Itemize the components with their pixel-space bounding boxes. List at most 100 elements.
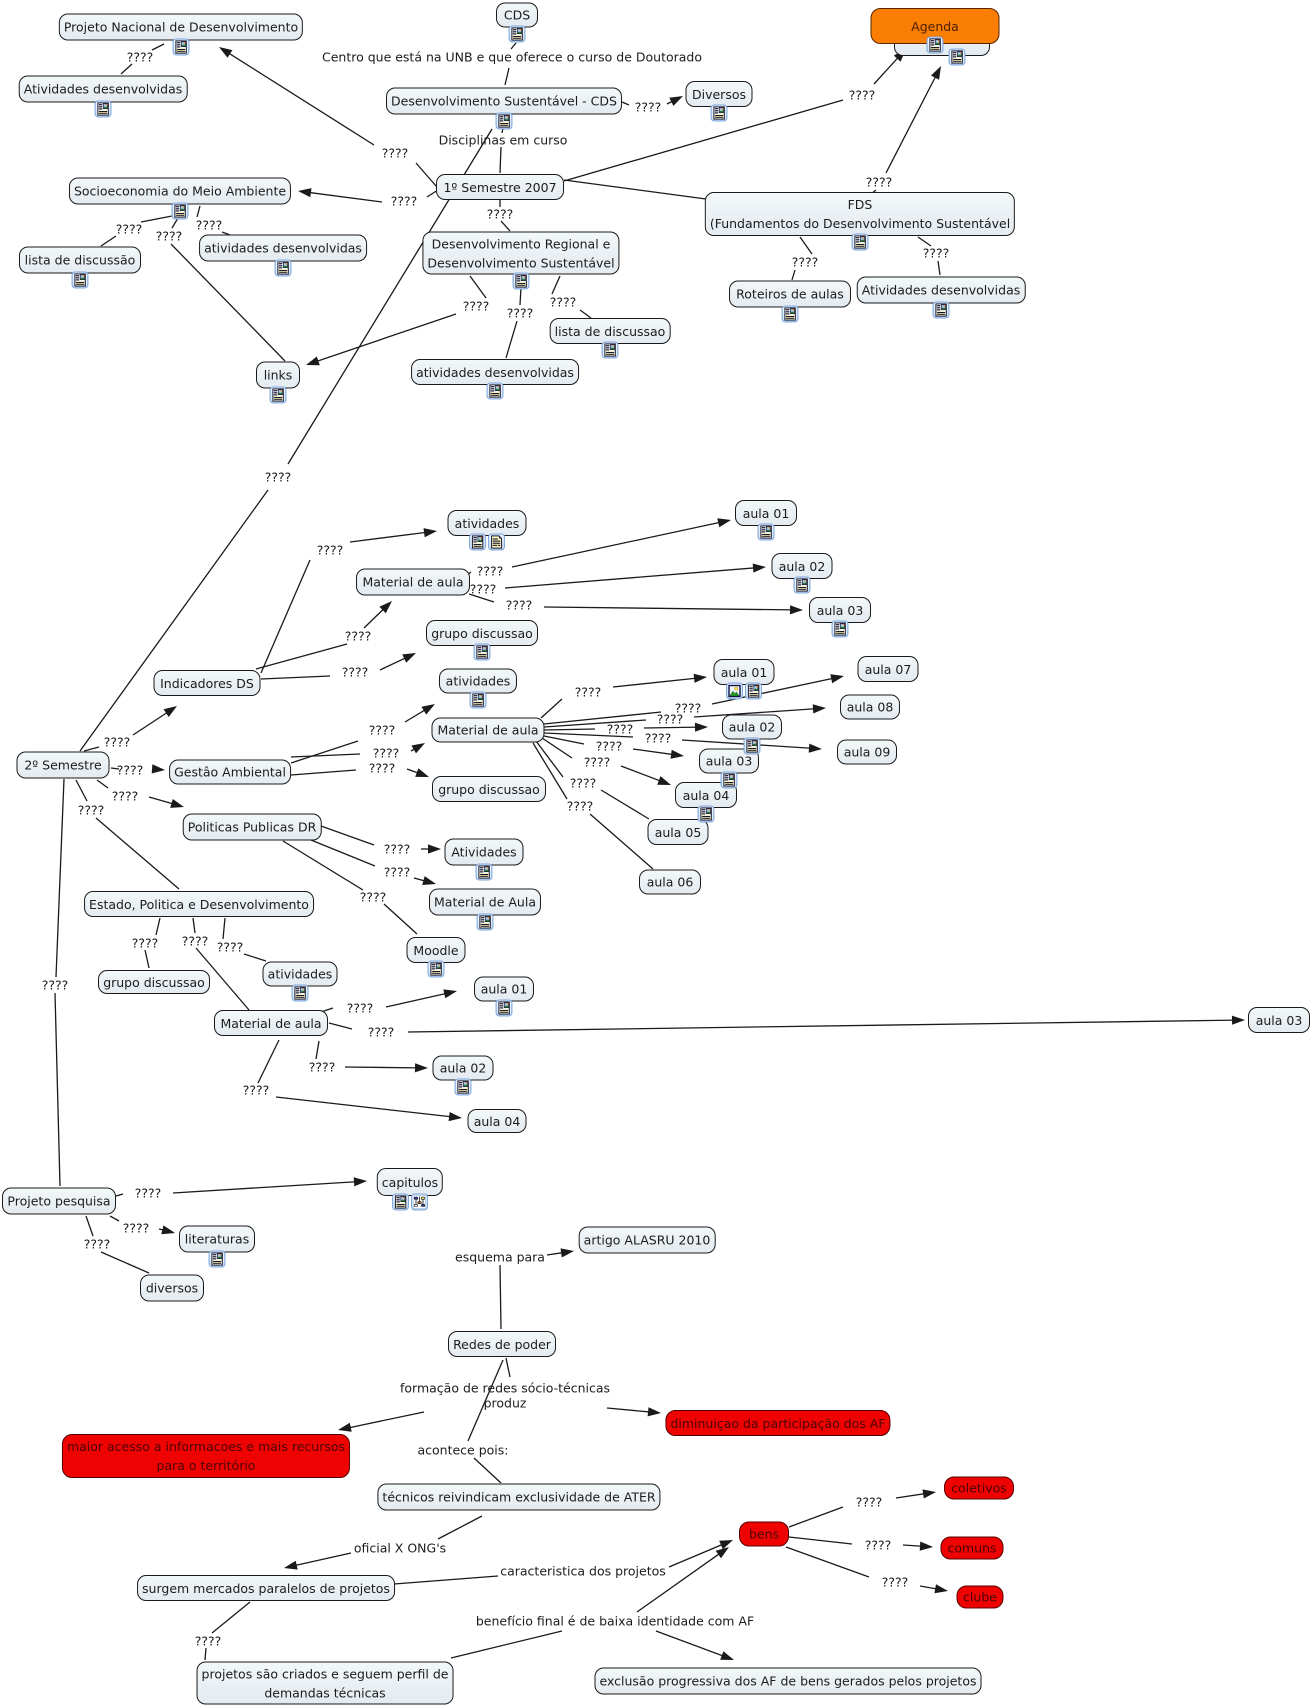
concept-node-material-de-aula-4[interactable]: Material de aula (214, 1010, 328, 1036)
concept-node-aula09[interactable]: aula 09 (837, 739, 897, 765)
link-label-unknown[interactable]: ???? (848, 87, 876, 103)
resource-doc-image-icon[interactable] (509, 25, 526, 42)
link-label-unknown[interactable]: ???? (341, 664, 369, 680)
concept-node-aula02-c[interactable]: aula 02 (432, 1055, 494, 1081)
link-label-unknown[interactable]: ???? (368, 760, 396, 776)
concept-node-redes-de-poder[interactable]: Redes de poder (448, 1331, 556, 1357)
resource-doc-image-icon[interactable] (832, 621, 849, 638)
link-label-unknown[interactable]: ???? (855, 1494, 883, 1510)
link-label[interactable]: caracteristica dos projetos (500, 1563, 666, 1579)
concept-node-aula07[interactable]: aula 07 (857, 656, 919, 682)
link-label[interactable]: benefício final é de baixa identidade co… (475, 1613, 755, 1629)
concept-node-bens[interactable]: bens (739, 1521, 789, 1547)
link-label[interactable]: acontece pois: (417, 1442, 509, 1458)
link-label-unknown[interactable]: ???? (606, 721, 634, 737)
resource-doc-image-icon[interactable] (602, 342, 619, 359)
concept-node-agenda[interactable]: Agenda (870, 8, 1000, 44)
concept-node-semestre-2[interactable]: 2º Semestre (16, 751, 110, 779)
concept-node-diversos-1[interactable]: Diversos (685, 81, 753, 107)
link-label-unknown[interactable]: ???? (195, 217, 223, 233)
link-label-unknown[interactable]: ???? (155, 228, 183, 244)
concept-node-desenvolvimento-regional[interactable]: Desenvolvimento Regional e Desenvolvimen… (422, 231, 620, 275)
link-label-unknown[interactable]: ???? (383, 841, 411, 857)
resource-doc-image-icon[interactable] (477, 913, 494, 930)
concept-node-aula04-b[interactable]: aula 04 (467, 1109, 527, 1133)
resource-doc-image-icon[interactable] (782, 305, 799, 322)
link-label-unknown[interactable]: ???? (922, 245, 950, 261)
link-label-unknown[interactable]: ???? (41, 977, 69, 993)
concept-node-gestao-ambiental[interactable]: Gestâo Ambiental (169, 759, 291, 785)
concept-node-grupo-discussao-3[interactable]: grupo discussao (98, 970, 210, 994)
link-label-unknown[interactable]: ???? (122, 1220, 150, 1236)
resource-doc-image-icon[interactable] (496, 999, 513, 1016)
concept-node-aula02-a[interactable]: aula 02 (771, 553, 833, 579)
concept-node-projetos-sao-criados[interactable]: projetos são criados e seguem perfil de … (196, 1661, 454, 1705)
concept-node-aula03-a[interactable]: aula 03 (809, 597, 871, 623)
concept-node-aula01-a[interactable]: aula 01 (735, 500, 797, 526)
link-label-unknown[interactable]: ???? (344, 628, 372, 644)
link-label-unknown[interactable]: ???? (126, 49, 154, 65)
resource-doc-image-icon[interactable] (711, 105, 728, 122)
resource-doc-image-icon[interactable] (721, 771, 738, 788)
link-label-unknown[interactable]: ???? (462, 298, 490, 314)
link-label-unknown[interactable]: ???? (549, 294, 577, 310)
concept-node-desenvolvimento-sustentavel-cds[interactable]: Desenvolvimento Sustentável - CDS (386, 87, 622, 115)
resource-doc-image-icon[interactable] (72, 271, 89, 288)
concept-node-material-de-aula-1[interactable]: Material de aula (356, 568, 470, 596)
link-label-unknown[interactable]: ???? (83, 1236, 111, 1252)
resource-doc-image-icon[interactable] (852, 234, 869, 251)
link-label-unknown[interactable]: ???? (865, 174, 893, 190)
link-label-unknown[interactable]: ???? (569, 775, 597, 791)
resource-doc-image-icon[interactable] (95, 100, 112, 117)
concept-node-comuns[interactable]: comuns (940, 1536, 1004, 1560)
link-label-unknown[interactable]: ???? (390, 193, 418, 209)
link-label-unknown[interactable]: ???? (368, 722, 396, 738)
concept-node-atividades-3[interactable]: Atividades (444, 838, 524, 866)
link-label-unknown[interactable]: ???? (574, 684, 602, 700)
concept-node-grupo-discussao-2[interactable]: grupo discussao (432, 776, 546, 802)
resource-doc-image-icon[interactable] (474, 644, 491, 661)
concept-node-literaturas[interactable]: literaturas (179, 1225, 255, 1253)
concept-node-semestre-1[interactable]: 1º Semestre 2007 (436, 174, 564, 200)
concept-node-moodle[interactable]: Moodle (406, 937, 466, 963)
resource-doc-image-icon[interactable] (270, 386, 287, 403)
concept-node-aula01-b[interactable]: aula 01 (713, 659, 775, 685)
resource-doc-image-icon[interactable] (794, 577, 811, 594)
resource-doc-image-icon[interactable] (173, 38, 190, 55)
concept-node-aula02-b[interactable]: aula 02 (722, 714, 782, 740)
link-label-unknown[interactable]: ???? (383, 864, 411, 880)
concept-node-atividades-desenvolvidas-1[interactable]: Atividades desenvolvidas (18, 75, 188, 103)
concept-node-estado-politica[interactable]: Estado, Politica e Desenvolvimento (84, 891, 314, 917)
link-label-unknown[interactable]: ???? (506, 305, 534, 321)
concept-node-aula05[interactable]: aula 05 (647, 819, 709, 845)
link-label-unknown[interactable]: ???? (595, 738, 623, 754)
concept-node-politicas-publicas[interactable]: Politicas Publicas DR (182, 813, 322, 841)
resource-doc-image-icon[interactable] (698, 806, 715, 823)
concept-node-grupo-discussao-1[interactable]: grupo discussao (426, 620, 538, 646)
link-label[interactable]: esquema para (455, 1249, 545, 1265)
resource-doc-image-icon[interactable] (933, 301, 950, 318)
concept-node-aula03-c[interactable]: aula 03 (1248, 1007, 1310, 1033)
link-label-unknown[interactable]: ???? (367, 1024, 395, 1040)
concept-node-atividades-4[interactable]: atividades (262, 961, 338, 987)
link-label-unknown[interactable]: ???? (103, 734, 131, 750)
link-label-unknown[interactable]: ???? (77, 802, 105, 818)
concept-node-coletivos[interactable]: coletivos (944, 1476, 1014, 1500)
resource-doc-image-icon[interactable] (745, 683, 762, 700)
concept-node-material-de-aula-2[interactable]: Material de aula (431, 717, 545, 743)
link-label[interactable]: formação de redes sócio-técnicas (399, 1380, 611, 1396)
resource-doc-image-icon[interactable] (758, 524, 775, 541)
link-label-unknown[interactable]: ???? (308, 1059, 336, 1075)
concept-node-maior-acesso[interactable]: maior acesso a informacoes e mais recurs… (61, 1434, 351, 1478)
concept-node-aula04-a[interactable]: aula 04 (675, 782, 737, 808)
concept-node-cds[interactable]: CDS (496, 2, 538, 28)
resource-doc-image-icon[interactable] (209, 1250, 226, 1267)
concept-node-indicadores-ds[interactable]: Indicadores DS (153, 670, 261, 696)
link-label-unknown[interactable]: ???? (134, 1185, 162, 1201)
concept-node-aula01-c[interactable]: aula 01 (474, 976, 534, 1002)
concept-node-exclusao-progressiva[interactable]: exclusão progressiva dos AF de bens gera… (594, 1667, 982, 1695)
link-label-unknown[interactable]: ???? (469, 581, 497, 597)
link-label[interactable]: oficial X ONG's (353, 1540, 447, 1556)
resource-doc-image-icon[interactable] (744, 737, 761, 754)
link-label-unknown[interactable]: ???? (216, 939, 244, 955)
